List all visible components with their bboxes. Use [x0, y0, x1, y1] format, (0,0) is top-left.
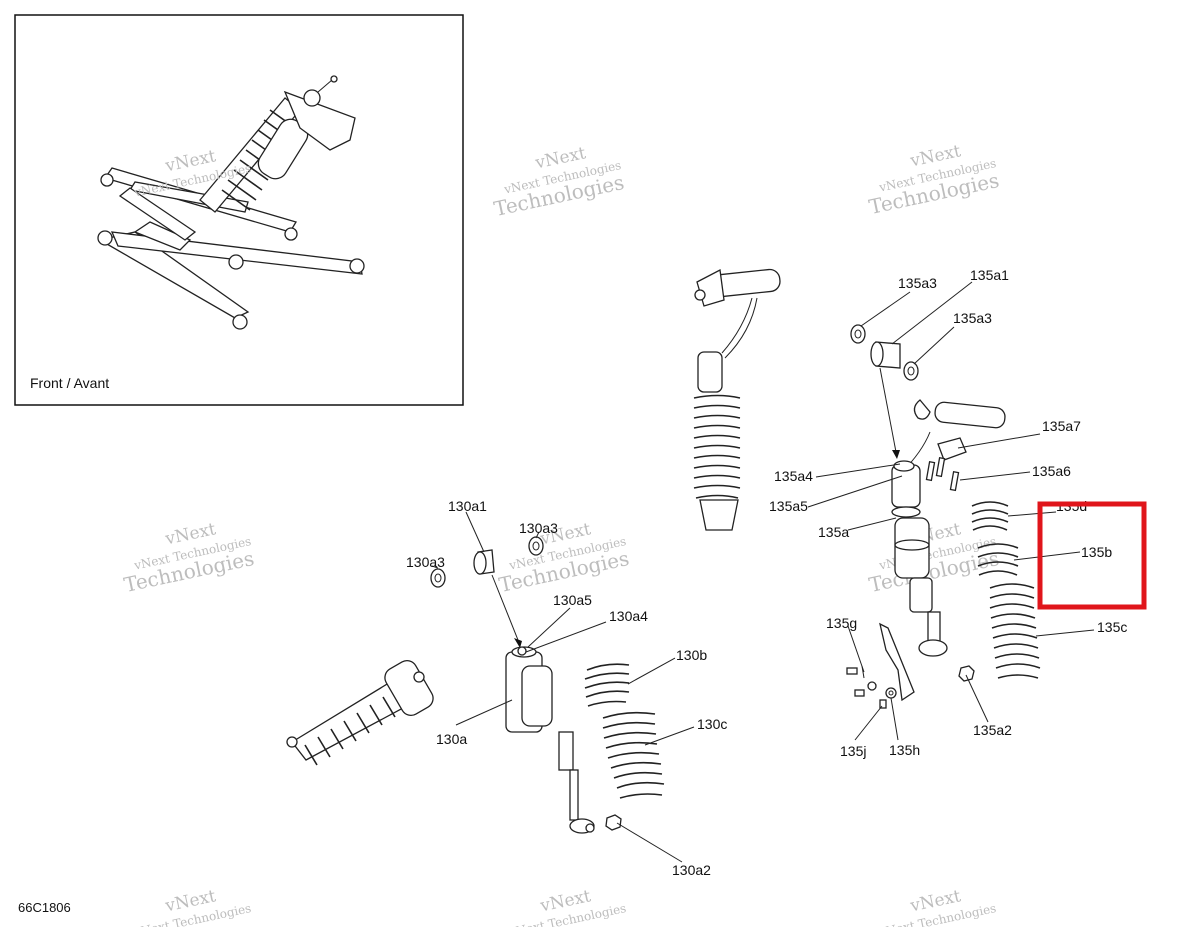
callout-135c: 135c: [1097, 619, 1127, 635]
clamp-135a7: [937, 437, 967, 461]
callout-135a4: 135a4: [774, 468, 813, 484]
bracket-135g: [879, 622, 915, 702]
shock-assembly-130: 130a1 130a3 130a3 130a5 130a4 130b 130c …: [286, 498, 727, 878]
callout-135a7: 135a7: [1042, 418, 1081, 434]
callout-130a1: 130a1: [448, 498, 487, 514]
callout-135h: 135h: [889, 742, 920, 758]
callout-130b: 130b: [676, 647, 707, 663]
spring-135b: [977, 543, 1019, 576]
callout-135g: 135g: [826, 615, 857, 631]
callout-135a5: 135a5: [769, 498, 808, 514]
callout-130c: 130c: [697, 716, 727, 732]
callout-135a3-mid: 135a3: [953, 310, 992, 326]
highlight-box-135b: [1037, 501, 1147, 610]
assembled-shock-135: [693, 268, 781, 531]
callout-130a3-right: 130a3: [519, 520, 558, 536]
callout-135a6: 135a6: [1032, 463, 1071, 479]
washer-130a3-left: [430, 568, 446, 588]
nut-130a2: [605, 814, 622, 831]
callout-135a3-top: 135a3: [898, 275, 937, 291]
spring-135d: [971, 501, 1009, 531]
inset-panel: Front / Avant: [14, 14, 464, 406]
assembled-shock-130: [286, 659, 434, 766]
callout-130a3-left: 130a3: [406, 554, 445, 570]
suspension-assembly-illustration: [97, 75, 365, 330]
washer-135h: [885, 687, 897, 699]
spring-130c: [602, 711, 665, 799]
callout-135a2: 135a2: [973, 722, 1012, 738]
callout-135j: 135j: [840, 743, 866, 759]
bolt-135j: [879, 699, 887, 709]
washer-130a3-right: [528, 536, 544, 556]
figure-code: 66C1806: [18, 900, 71, 915]
spring-135c: [989, 583, 1041, 679]
callout-130a4: 130a4: [609, 608, 648, 624]
callout-130a5: 130a5: [553, 592, 592, 608]
washer-135a3-top: [850, 324, 866, 344]
shock-body-130a: [505, 646, 595, 834]
callout-135b: 135b: [1081, 544, 1112, 560]
shock-assembly-135: 135a3 135a1 135a3 135a7 135a4 135a6 135a…: [769, 267, 1127, 759]
washer-135a3-mid: [903, 361, 919, 381]
callout-135a: 135a: [818, 524, 849, 540]
callout-135a1: 135a1: [970, 267, 1009, 283]
bolt-135j-a: [846, 667, 858, 675]
nut-135a2: [958, 665, 975, 682]
spring-130b: [584, 663, 630, 707]
callout-130a2: 130a2: [672, 862, 711, 878]
callout-130a: 130a: [436, 731, 467, 747]
inset-caption: Front / Avant: [30, 375, 109, 391]
